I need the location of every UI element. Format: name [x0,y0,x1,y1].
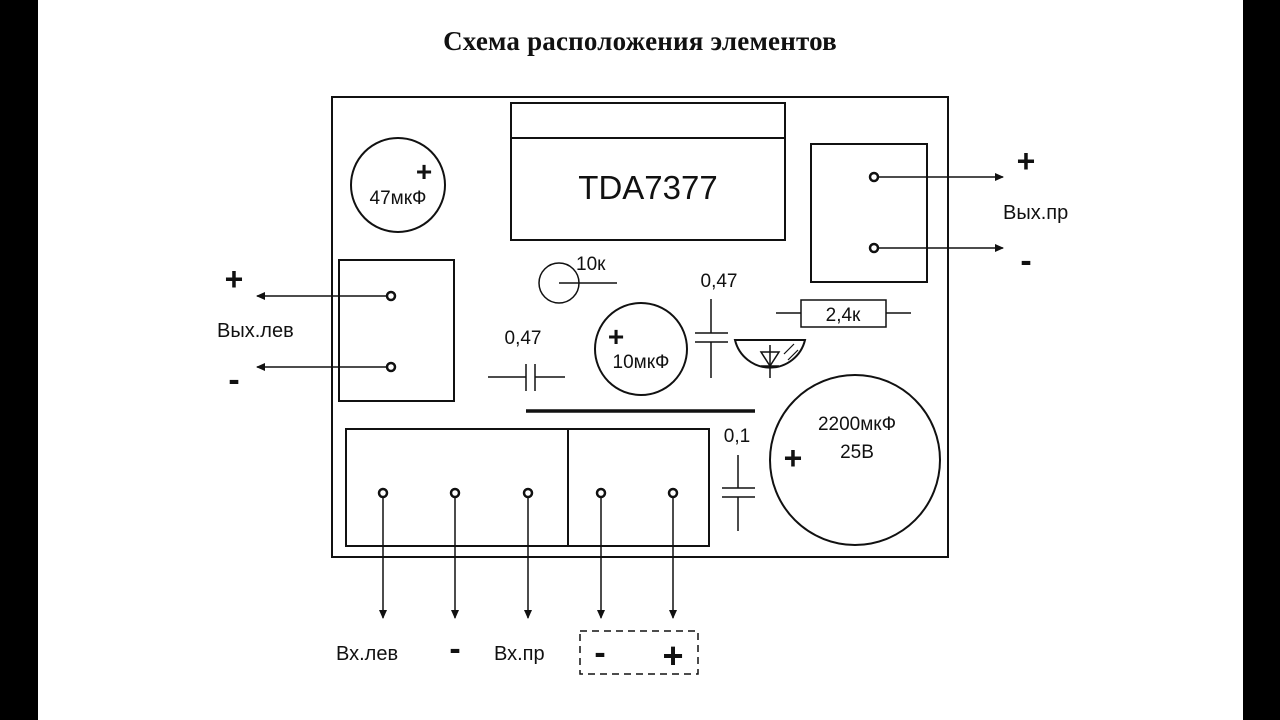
capacitor-10uf: + 10мкФ [594,302,688,396]
resistor-2-4k: 2,4к [776,299,911,328]
output-left-plus: + [225,261,244,297]
resistor-10k-trimmer: 10к [538,254,617,304]
output-left-minus: - [228,361,239,399]
capacitor-047-right-label: 0,47 [701,271,738,292]
resistor-2-4k-label: 2,4к [826,305,861,326]
input-right-label: Вх.пр [494,643,545,665]
tda7377-chip: TDA7377 [510,102,786,241]
capacitor-2200uf: 2200мкФ 25В + [769,374,941,546]
power-input-plus: + [662,635,683,676]
capacitor-47uf-plus: + [416,156,432,187]
power-input-minus: - [594,634,605,672]
output-right-label: Вых.пр [1003,202,1068,224]
connector-output-right [810,143,1004,283]
capacitor-47uf: + 47мкФ [350,137,446,233]
connector-input-block [345,428,710,619]
capacitor-2200uf-voltage: 25В [840,442,874,463]
capacitor-10uf-plus: + [608,321,624,352]
diagram-sheet [38,0,1243,720]
output-right-plus: + [1017,143,1036,179]
input-left-label: Вх.лев [336,643,398,665]
capacitor-047-left: 0,47 [488,328,565,391]
capacitor-01-label: 0,1 [724,426,750,447]
capacitor-2200uf-label: 2200мкФ [818,414,896,435]
output-left-label: Вых.лев [217,320,294,342]
connector-output-left [256,259,455,402]
capacitor-047-right: 0,47 [695,271,737,378]
led-indicator [733,339,807,378]
pcb-board-outline [331,96,949,558]
power-input-group: - + [579,630,699,676]
capacitor-2200uf-plus: + [784,440,803,476]
resistor-10k-label: 10к [576,254,606,275]
capacitor-10uf-label: 10мкФ [613,352,670,373]
capacitor-47uf-label: 47мкФ [370,188,427,209]
input-ground-minus: - [449,630,460,668]
capacitor-01: 0,1 [722,426,755,531]
output-right-minus: - [1020,242,1031,280]
diagram-title: Схема расположения элементов [443,26,837,56]
chip-label: TDA7377 [578,169,717,206]
capacitor-047-left-label: 0,47 [505,328,542,349]
